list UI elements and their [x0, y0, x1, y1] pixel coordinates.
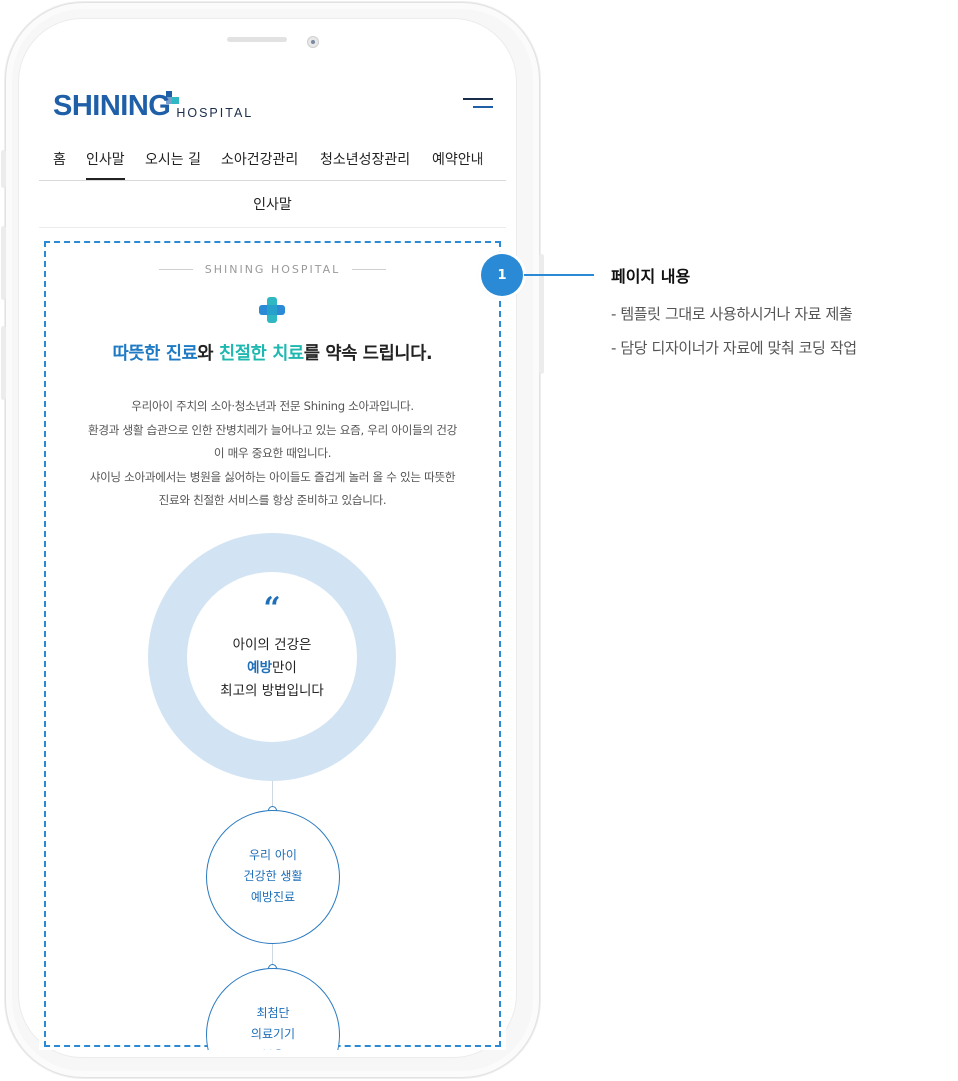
logo-cross-mark-icon: [166, 91, 180, 105]
motto-text: 아이의 건강은 예방만이 최고의 방법입니다: [187, 634, 357, 703]
tab-child-health[interactable]: 소아건강관리: [221, 152, 299, 168]
tab-greeting[interactable]: 인사말: [86, 149, 125, 180]
tab-scroll-fade: [478, 143, 506, 179]
phone-power-button: [539, 254, 544, 374]
page-content-area: SHINING HOSPITAL 따뜻한 진료와 친절한 치료를 약속 드립니다…: [44, 241, 501, 1050]
section-eyebrow: SHINING HOSPITAL: [46, 263, 499, 276]
logo-subtext: HOSPITAL: [176, 106, 254, 120]
logo-wordmark: SHINING: [53, 90, 171, 122]
medical-cross-icon: [259, 297, 285, 323]
camera-icon: [307, 36, 319, 48]
intro-line: 우리아이 주치의 소아·청소년과 전문 Shining 소아과입니다.: [131, 399, 414, 413]
headline-accent-teal: 친절한 치료: [219, 344, 304, 364]
tab-reservation[interactable]: 예약안내: [432, 152, 484, 168]
motto-line-3: 최고의 방법입니다: [220, 683, 324, 699]
brand-logo[interactable]: SHINING HOSPITAL: [53, 90, 254, 122]
page-subtitle: 인사말: [39, 182, 506, 228]
callout-number-badge: 1: [481, 254, 523, 296]
motto-line-2-rest: 만이: [272, 660, 297, 676]
motto-line-1: 아이의 건강은: [232, 637, 312, 653]
motto-ring-center: “ 아이의 건강은 예방만이 최고의 방법입니다: [187, 572, 357, 742]
divider-line: [352, 269, 387, 270]
phone-volume-up-button: [1, 226, 6, 300]
callout-item: - 담당 디자이너가 자료에 맞춰 코딩 작업: [611, 339, 857, 357]
headline-text: 를 약속 드립니다.: [303, 344, 433, 364]
divider-line: [158, 269, 193, 270]
intro-paragraph: 우리아이 주치의 소아·청소년과 전문 Shining 소아과입니다. 환경과 …: [46, 395, 499, 513]
motto-ring: “ 아이의 건강은 예방만이 최고의 방법입니다: [148, 533, 396, 781]
phone-screen: SHINING HOSPITAL 홈 인사말 오시는 길 소아건강관리 청소년성…: [39, 60, 506, 1050]
callout-title: 페이지 내용: [611, 267, 691, 286]
bubble-line: 최첨단: [256, 1006, 290, 1020]
phone-speaker: [227, 37, 287, 42]
tab-directions[interactable]: 오시는 길: [145, 152, 201, 168]
feature-bubble: 최첨단 의료기기 보유: [206, 968, 340, 1050]
tab-youth-growth[interactable]: 청소년성장관리: [320, 152, 411, 168]
quote-mark-icon: “: [263, 591, 281, 626]
bubble-line: 예방진료: [250, 890, 296, 904]
page-headline: 따뜻한 진료와 친절한 치료를 약속 드립니다.: [46, 340, 499, 365]
timeline-line: [272, 944, 273, 969]
bubble-line: 의료기기: [250, 1027, 296, 1041]
phone-volume-down-button: [1, 326, 6, 400]
callout-connector-line: [524, 274, 594, 276]
bubble-line: 보유: [207, 1045, 339, 1050]
hamburger-menu-icon[interactable]: [461, 98, 493, 114]
tab-home[interactable]: 홈: [53, 152, 66, 168]
intro-line: 이 매우 중요한 때입니다.: [213, 446, 332, 460]
intro-line: 진료와 친절한 서비스를 항상 준비하고 있습니다.: [158, 493, 387, 507]
phone-side-button: [1, 150, 6, 188]
intro-line: 환경과 생활 습관으로 인한 잔병치레가 늘어나고 있는 요즘, 우리 아이들의…: [88, 422, 457, 437]
timeline-line: [272, 781, 273, 811]
motto-line-2: 예방만이: [187, 657, 357, 680]
bubble-line: 건강한 생활: [243, 869, 303, 883]
nav-tabs: 홈 인사말 오시는 길 소아건강관리 청소년성장관리 예약안내: [39, 143, 506, 181]
motto-accent: 예방: [247, 660, 272, 676]
eyebrow-text: SHINING HOSPITAL: [204, 263, 341, 276]
headline-text: 와: [197, 344, 220, 364]
callout-item: - 템플릿 그대로 사용하시거나 자료 제출: [611, 305, 853, 323]
bubble-line: 우리 아이: [249, 848, 297, 862]
intro-line: 샤이닝 소아과에서는 병원을 싫어하는 아이들도 즐겁게 놀러 올 수 있는 따…: [89, 469, 456, 484]
headline-accent-blue: 따뜻한 진료: [112, 344, 198, 364]
feature-bubble: 우리 아이 건강한 생활 예방진료: [206, 810, 340, 944]
